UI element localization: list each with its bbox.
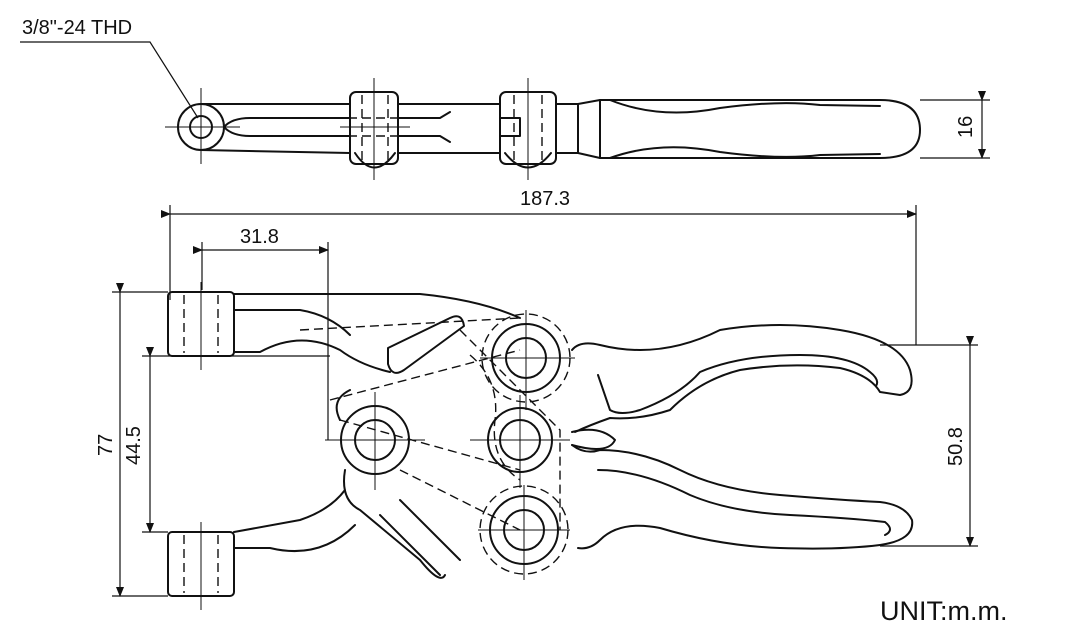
handle-spread-dimension (880, 336, 978, 547)
outer-height-label: 77 (95, 434, 117, 456)
offset-length-dimension (193, 242, 329, 440)
side-view (20, 41, 921, 180)
thickness-dimension (920, 91, 990, 159)
upper-arm (233, 293, 521, 373)
side-bar-outline (200, 99, 921, 159)
pivot-bottom (478, 485, 570, 580)
offset-length-label: 31.8 (240, 226, 279, 248)
thread-spec-label: 3/8"-24 THD (22, 17, 132, 39)
pivot-left (325, 392, 425, 490)
thread-leader-line (20, 41, 199, 119)
thickness-label: 16 (955, 116, 977, 138)
inner-height-label: 44.5 (123, 426, 145, 465)
inner-height-dimension (142, 347, 330, 533)
overall-length-label: 187.3 (520, 188, 570, 210)
overall-length-dimension (161, 205, 917, 345)
front-view (167, 282, 914, 610)
handle-spread-label: 50.8 (945, 427, 967, 466)
lower-handle (571, 444, 914, 550)
outer-height-dimension (112, 283, 168, 597)
body-outline (233, 389, 446, 579)
upper-slot (387, 315, 465, 374)
unit-label: UNIT:m.m. (880, 596, 1008, 626)
pivot-middle (470, 395, 570, 488)
pivot-top (480, 310, 575, 410)
upper-handle (571, 324, 913, 433)
